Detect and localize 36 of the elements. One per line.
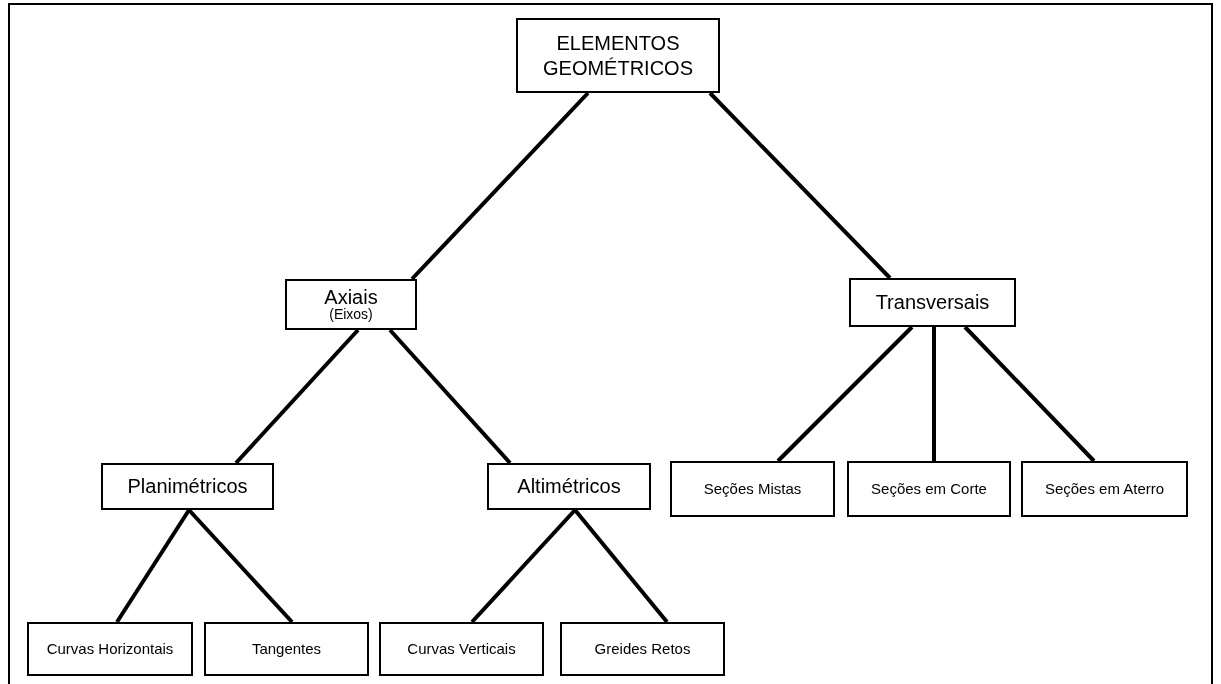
category-box (516, 18, 720, 93)
connector-line (410, 91, 590, 281)
connector-line (573, 508, 669, 624)
node-label: ELEMENTOS GEOMÉTRICOS (542, 30, 694, 81)
node-label: Tangentes (250, 639, 323, 659)
node-label: Planimétricos (126, 474, 249, 499)
node-label: Curvas Horizontais (45, 639, 175, 659)
connector-line (234, 328, 360, 465)
node-label: Seções Mistas (702, 479, 803, 499)
connector-line (776, 325, 914, 463)
node-label: Transversais (874, 290, 991, 315)
node-label: Seções em Aterro (1043, 479, 1166, 499)
category-box (670, 461, 835, 517)
connector-line (187, 508, 294, 624)
connector-line (388, 328, 512, 465)
category-box (847, 461, 1011, 517)
category-box (204, 622, 369, 676)
node-label: Altimétricos (516, 474, 622, 499)
connector-line (708, 91, 892, 280)
category-box (560, 622, 725, 676)
node-label: Axiais (323, 285, 379, 309)
category-box (285, 279, 417, 330)
connector-line (932, 327, 936, 461)
connector-line (115, 508, 191, 624)
connector-line (963, 325, 1096, 463)
category-box (1021, 461, 1188, 517)
category-box (27, 622, 193, 676)
node-label: Greides Retos (593, 639, 692, 659)
category-box (379, 622, 544, 676)
category-box (101, 463, 274, 510)
node-sublabel: (Eixos) (329, 306, 373, 324)
category-box (487, 463, 651, 510)
category-box (849, 278, 1016, 327)
node-label: Curvas Verticais (406, 639, 517, 659)
node-label: Seções em Corte (870, 479, 988, 499)
connector-line (470, 508, 577, 624)
